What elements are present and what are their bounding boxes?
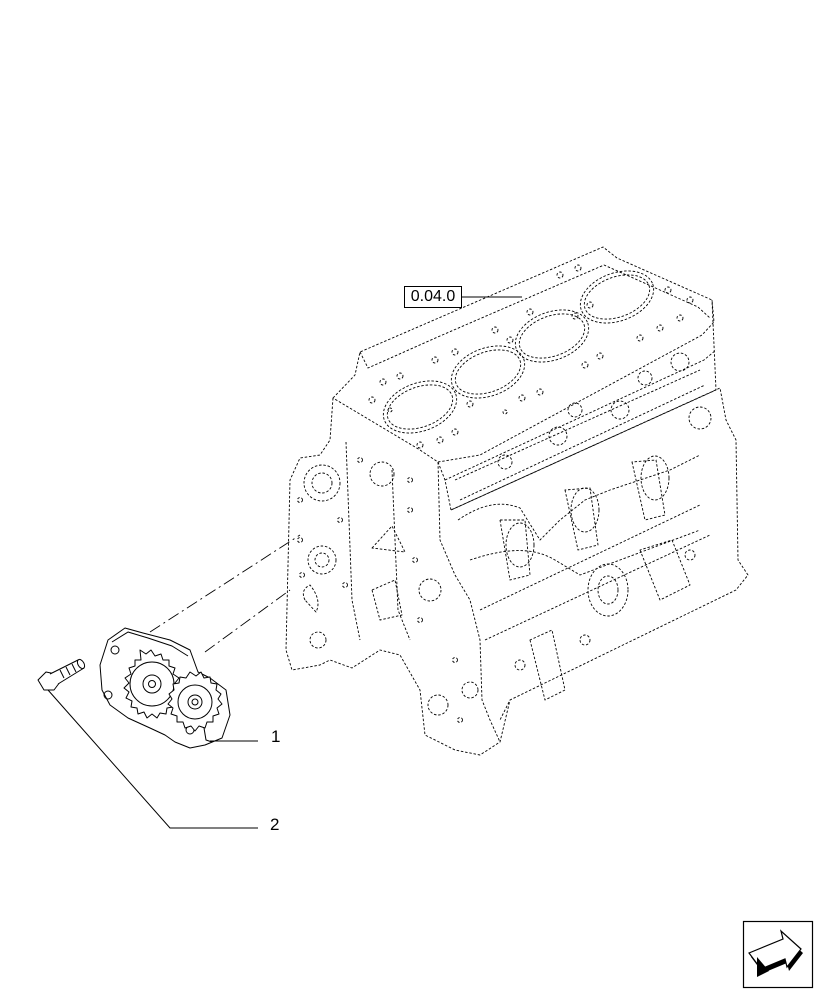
reference-label-box: 0.04.0: [404, 286, 462, 308]
arrow-icon[interactable]: [742, 920, 814, 989]
alignment-line-lower: [204, 589, 291, 653]
callout-number-1: 1: [271, 727, 281, 746]
engine-block: [285, 246, 749, 756]
gear-small: [167, 671, 223, 743]
callout-number-2: 2: [270, 815, 280, 834]
oil-pump: [99, 627, 231, 749]
bolt: [37, 658, 86, 691]
gear-large: [123, 649, 181, 719]
alignment-line-upper: [149, 534, 301, 633]
leader-line-2: [47, 689, 258, 829]
